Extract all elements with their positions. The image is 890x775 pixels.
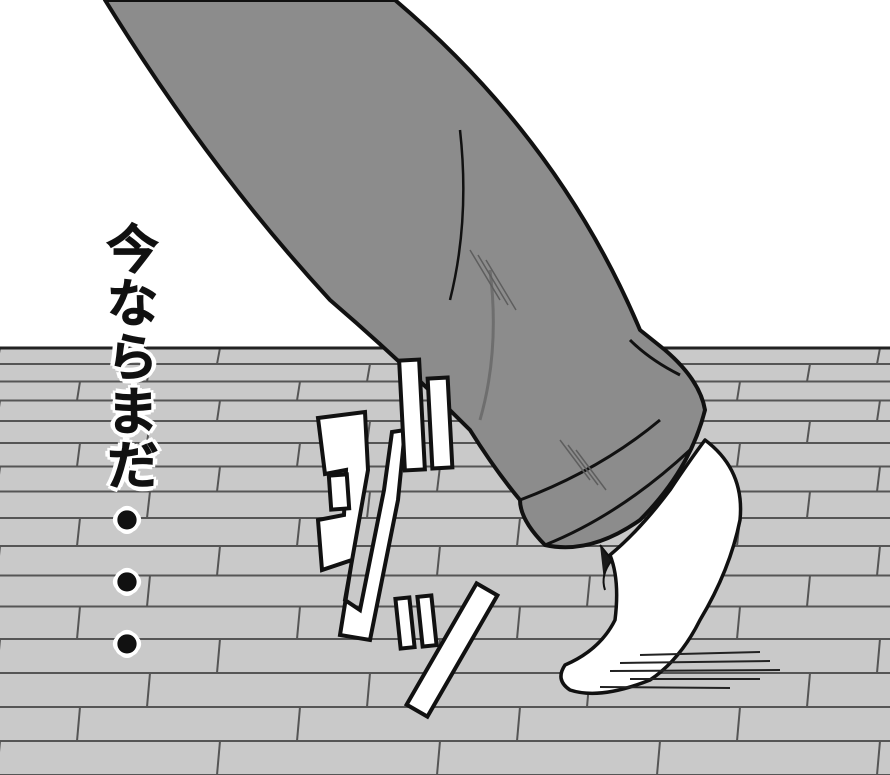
- foot-motion-lines: [599, 651, 781, 689]
- floor-plank-joint: [76, 606, 81, 640]
- floor-plank-joint: [146, 420, 151, 444]
- floor-plank-joint: [806, 420, 811, 444]
- floor-plank-joint: [76, 442, 81, 467]
- floor-plank-joint: [216, 347, 221, 365]
- floor-plank-joint: [736, 381, 741, 401]
- floor-plank-joint: [806, 672, 811, 708]
- floor-plank-joint: [296, 606, 301, 640]
- pants-leg: [103, 0, 707, 550]
- floor-plank-joint: [806, 575, 811, 607]
- floor-plank-joint: [516, 606, 521, 640]
- floor-plank-joint: [516, 517, 521, 547]
- floor-plank-joint: [366, 363, 371, 382]
- floor-plank-joint: [296, 517, 301, 547]
- floor-plank-joint: [146, 575, 151, 607]
- floor-plank-joint: [586, 575, 591, 607]
- floor-plank-joint: [296, 706, 301, 742]
- floor-plank-joint: [216, 638, 221, 674]
- caption-vertical-text: 今ならまだ•••: [97, 222, 158, 679]
- floor-plank-joint: [736, 606, 741, 640]
- floor-plank-joint: [146, 363, 151, 382]
- floor-plank-joint: [296, 381, 301, 401]
- floor-plank-joint: [296, 442, 301, 467]
- floor-plank-joint: [216, 545, 221, 576]
- floor-plank-joint: [366, 672, 371, 708]
- floor-plank-joint: [146, 491, 151, 519]
- floor-plank-joint: [516, 706, 521, 742]
- floor-plank-joint: [436, 466, 441, 492]
- floor-plank-joint: [876, 545, 881, 576]
- floor-plank-joint: [876, 740, 881, 775]
- floor-plank-joint: [366, 491, 371, 519]
- floor-plank-joint: [876, 466, 881, 492]
- sound-effect-da: [315, 357, 501, 720]
- floor-plank-joint: [806, 491, 811, 519]
- floor-plank-joint: [876, 347, 881, 365]
- floor-plank-joint: [806, 363, 811, 382]
- floor-plank-joint: [216, 466, 221, 492]
- floor-plank-joint: [76, 706, 81, 742]
- floor-plank-joint: [146, 672, 151, 708]
- floor-plank-joint: [76, 517, 81, 547]
- bare-foot: [559, 438, 743, 696]
- floor-plank-joint: [876, 638, 881, 674]
- floor-plank-joint: [216, 400, 221, 422]
- floor-plank-joint: [876, 400, 881, 422]
- floor-plank-joint: [736, 706, 741, 742]
- floor-plank-joint: [436, 740, 441, 775]
- floor-plank-joint: [656, 740, 661, 775]
- floor-plank-joint: [216, 740, 221, 775]
- floor-plank-joint: [76, 381, 81, 401]
- floor-plank-joint: [436, 545, 441, 576]
- floor-plank-joint: [736, 442, 741, 467]
